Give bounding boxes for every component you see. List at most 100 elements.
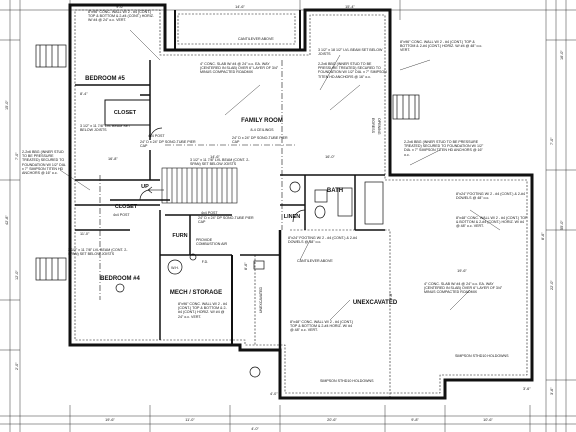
note-sonotube-2: 24" D x 24" DP SONO-TUBE PIER CAP xyxy=(232,136,288,145)
dim-14-6: 14'-6" xyxy=(210,155,220,159)
mech-storage-label: MECH / STORAGE xyxy=(170,290,222,296)
note-stud-left: 2-2x6 BBG (INNER STUD TO BE PRESSURE TRE… xyxy=(22,150,67,176)
note-slab-right: 4" CONC. SLAB W/ #4 @ 24" o.c. EA. WAY (… xyxy=(424,282,503,295)
fixtures xyxy=(115,127,384,378)
dim-left-3: 7'-0" xyxy=(15,152,19,160)
dim-11-0: 11'-0" xyxy=(80,232,90,236)
dim-bot-4: 9'-8" xyxy=(411,418,419,422)
dim-right-1: 16'-0" xyxy=(560,50,564,60)
unexcavated-label: UNEXCAVATED xyxy=(353,300,398,306)
dim-right-4: 55'-0" xyxy=(560,220,564,230)
note-opening: OPENING xyxy=(377,118,381,135)
note-sonotube-3-text: 24" D x 24" DP SONO-TUBE PIER CAP xyxy=(198,216,254,225)
foundation-walls xyxy=(68,3,534,400)
note-footing-mid: 8"x24" FOOTING W/ 2 - #4 (CONT.) & 2-#4 … xyxy=(288,236,358,245)
note-lvl-left: 3 1/2" x 11 7/8" LVL BEAM SET BELOW JOIS… xyxy=(80,124,130,132)
note-egress: EGRESS xyxy=(371,118,375,134)
dim-left-2: 42'-8" xyxy=(5,215,9,225)
leader-lines xyxy=(59,29,501,321)
note-wall-mech: 8"x96" CONC. WALL W/ 2 - #4 (CONT.) TOP … xyxy=(178,302,228,319)
water-heater-label: W.H. xyxy=(171,266,179,270)
note-slab-center-text: 4" CONC. SLAB W/ #4 @ 24" o.c. EA. WAY (… xyxy=(200,62,279,75)
dim-left-4: 12'-0" xyxy=(15,270,19,280)
note-post-1: 4x4 POST xyxy=(148,134,165,138)
dim-bed5-w: 8'-4" xyxy=(80,92,88,96)
note-wall-top-left-text: 8"x96" CONC. WALL W/ 2 - #4 (CONT.) TOP … xyxy=(88,10,154,23)
dim-bot-5: 10'-6" xyxy=(483,418,493,422)
interior-walls xyxy=(75,60,385,340)
bedroom5-label: BEDROOM #5 xyxy=(85,76,125,82)
dim-8-6: 8'-6" xyxy=(244,262,248,270)
dim-19-6: 19'-6" xyxy=(457,269,467,273)
note-lvl-center-text: 3 1/2" x 11 7/8" LVL BEAM (CONT. 2-SPAN)… xyxy=(190,158,250,167)
furn-label: FURN xyxy=(172,233,187,239)
note-sonotube-1-text: 24" D x 24" DP SONO-TUBE PIER CAP xyxy=(140,140,196,149)
dim-left-5: 2'-0" xyxy=(15,362,19,370)
note-sonotube-2-text: 24" D x 24" DP SONO-TUBE PIER CAP xyxy=(232,136,288,145)
note-cantilever-mid: CANTILEVER ABOVE xyxy=(297,259,333,263)
dim-9-8: 9'-8" xyxy=(389,292,393,300)
note-stud-left-text: 2-2x6 BBG (INNER STUD TO BE PRESSURE TRE… xyxy=(22,150,67,176)
note-sonotube-3: 24" D x 24" DP SONO-TUBE PIER CAP xyxy=(198,216,254,225)
closet-label: CLOSET xyxy=(114,110,137,116)
note-beam-top-text: 3 1/2" x 18 1/2" LVL BEAM SET BELOW JOIS… xyxy=(318,48,383,57)
dim-16-8: 16'-8" xyxy=(108,157,118,161)
note-wall-mech-text: 8"x96" CONC. WALL W/ 2 - #4 (CONT.) TOP … xyxy=(178,302,228,319)
note-footing-right: 8"x24" FOOTING W/ 2 - #4 (CONT.) & 2-#4 … xyxy=(456,192,526,201)
construction-notes: CANTILEVER ABOVE CANTILEVER ABOVE 8"x96"… xyxy=(22,10,528,383)
note-slab-center: 4" CONC. SLAB W/ #4 @ 24" o.c. EA. WAY (… xyxy=(200,62,279,75)
stair-up-label: UP xyxy=(141,184,149,190)
windows xyxy=(35,44,420,281)
bath-label: BATH xyxy=(327,188,343,194)
note-wall-right: 8"x48" CONC. WALL W/ 2 - #4 (CONT.) TOP … xyxy=(456,216,528,229)
note-footing-right-text: 8"x24" FOOTING W/ 2 - #4 (CONT.) & 2-#4 … xyxy=(456,192,526,201)
beam-lines xyxy=(99,60,295,300)
room-labels: BEDROOM #5 CLOSET FAMILY ROOM 8-4 CEILIN… xyxy=(85,76,398,313)
dimension-labels: 9'-6" 14'-6" 15'-4" 8'-4" 16'-8" 14'-6" … xyxy=(5,5,564,431)
note-post-3: 4x4 POST xyxy=(201,211,218,215)
dim-bot-6: 4'-0" xyxy=(251,427,259,431)
family-room-label: FAMILY ROOM xyxy=(241,118,283,124)
note-holdown-right: SIMPSON STHD10 HOLDOWNS xyxy=(455,354,509,358)
dim-top-2: 14'-6" xyxy=(235,5,245,9)
note-holdown-bottom: SIMPSON STHD10 HOLDOWNS xyxy=(320,379,374,383)
floor-drain-label: F.D. xyxy=(202,260,208,264)
dim-bot-1: 19'-6" xyxy=(105,418,115,422)
dim-left-1: 15'-0" xyxy=(5,100,9,110)
note-slab-right-text: 4" CONC. SLAB W/ #4 @ 24" o.c. EA. WAY (… xyxy=(424,282,503,295)
note-sonotube-1: 24" D x 24" DP SONO-TUBE PIER CAP xyxy=(140,140,196,149)
dim-top-3: 15'-4" xyxy=(345,5,355,9)
ceiling-note: 8-4 CEILINGS xyxy=(251,128,275,132)
note-post-2: 4x4 POST xyxy=(113,213,130,217)
note-stud-right-text: 2-2x6 BBG (INNER STUD TO BE PRESSURE TRE… xyxy=(404,140,484,157)
note-footing-mid-text: 8"x24" FOOTING W/ 2 - #4 (CONT.) & 2-#4 … xyxy=(288,236,358,245)
note-lvl-lower-left: 3 1/2" x 11 7/8" LVL BEAM (CONT. 2-SPAN)… xyxy=(68,248,128,257)
note-stud-center-text: 2-2x6 BBG (INNER STUD TO BE PRESSURE TRE… xyxy=(318,62,387,79)
note-stud-right: 2-2x6 BBG (INNER STUD TO BE PRESSURE TRE… xyxy=(404,140,484,157)
note-wall-top-right: 8"x96" CONC. WALL W/ 2 - #4 (CONT.) TOP … xyxy=(400,40,483,53)
dim-4-0: 4'-0" xyxy=(270,392,278,396)
dim-right-2: 7'-0" xyxy=(550,137,554,145)
bedroom4-label: BEDROOM #4 xyxy=(100,276,140,282)
note-wall-top-left: 8"x96" CONC. WALL W/ 2 - #4 (CONT.) TOP … xyxy=(88,10,154,23)
note-cantilever-top: CANTILEVER ABOVE xyxy=(238,37,274,41)
note-wall-unexc: 8"x48" CONC. WALL W/ 2 - #4 (CONT.) TOP … xyxy=(290,320,354,333)
dim-bot-2: 11'-0" xyxy=(185,418,195,422)
linen-label: LINEN xyxy=(284,214,301,220)
note-wall-unexc-text: 8"x48" CONC. WALL W/ 2 - #4 (CONT.) TOP … xyxy=(290,320,354,333)
note-stud-center: 2-2x6 BBG (INNER STUD TO BE PRESSURE TRE… xyxy=(318,62,387,79)
unexcavated-side-label: UNEXCAVATED xyxy=(259,287,263,314)
note-combustion-air-text: PROVIDE COMBUSTION AIR xyxy=(196,238,228,247)
dim-right-6: 3'-6" xyxy=(550,387,554,395)
note-lvl-lower-left-text: 3 1/2" x 11 7/8" LVL BEAM (CONT. 2-SPAN)… xyxy=(68,248,128,257)
closet-lower-label: CLOSET xyxy=(115,204,138,210)
note-beam-top: 3 1/2" x 18 1/2" LVL BEAM SET BELOW JOIS… xyxy=(318,48,383,57)
note-combustion-air: PROVIDE COMBUSTION AIR xyxy=(196,238,228,247)
note-wall-right-text: 8"x48" CONC. WALL W/ 2 - #4 (CONT.) TOP … xyxy=(456,216,528,229)
dim-3-6: 3'-6" xyxy=(523,387,531,391)
note-wall-top-right-text: 8"x96" CONC. WALL W/ 2 - #4 (CONT.) TOP … xyxy=(400,40,483,53)
dim-16-0: 16'-0" xyxy=(325,155,335,159)
note-lvl-center: 3 1/2" x 11 7/8" LVL BEAM (CONT. 2-SPAN)… xyxy=(190,158,250,167)
